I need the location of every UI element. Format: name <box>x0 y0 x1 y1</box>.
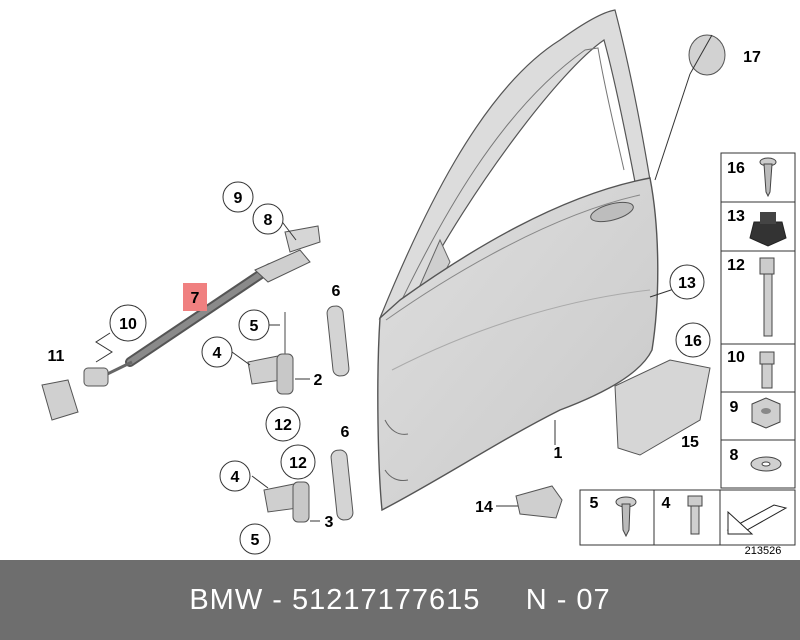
upper-door-hinge <box>247 312 294 395</box>
holder-part-14 <box>515 485 563 519</box>
svg-text:10: 10 <box>119 316 137 333</box>
door-outer-panel <box>377 177 659 512</box>
callout-1: 1 <box>554 445 563 462</box>
washer-icon-8 <box>750 456 782 472</box>
hinge-shim-upper <box>326 305 350 377</box>
footer-position: N - 07 <box>525 583 611 616</box>
wedge-part-15 <box>614 359 711 456</box>
callout-12-upper: 12 <box>265 406 301 442</box>
panel-label-5: 5 <box>590 495 599 512</box>
footer-sep-1: - <box>263 583 292 616</box>
svg-text:4: 4 <box>231 469 240 486</box>
svg-text:5: 5 <box>251 532 260 549</box>
callout-6-upper: 6 <box>332 283 341 300</box>
svg-text:9: 9 <box>234 190 243 207</box>
callout-15: 15 <box>681 434 699 451</box>
svg-text:12: 12 <box>289 455 307 472</box>
callout-3: 3 <box>325 514 334 531</box>
retaining-clip-part-11 <box>41 379 79 421</box>
callout-9: 9 <box>222 181 254 213</box>
bolt-icon-12 <box>759 257 775 337</box>
callout-4-upper: 4 <box>201 336 233 368</box>
grommet-part-17 <box>688 34 726 76</box>
svg-text:5: 5 <box>250 318 259 335</box>
footer-gap <box>480 584 525 617</box>
panel-label-10: 10 <box>727 349 745 366</box>
callout-5-lower: 5 <box>239 523 271 555</box>
panel-label-9: 9 <box>730 399 739 416</box>
callout-11: 11 <box>48 348 65 365</box>
nut-icon-13 <box>749 212 787 247</box>
part-number-footer: BMW - 51217177615 N - 07 <box>0 560 800 640</box>
panel-label-13: 13 <box>727 208 745 225</box>
callout-6-lower: 6 <box>341 424 350 441</box>
hinge-shim-lower <box>330 449 354 521</box>
callout-7: 7 <box>191 290 200 307</box>
diagram-number: 213526 <box>745 545 782 557</box>
lower-door-hinge <box>263 481 310 523</box>
screw-icon-16 <box>759 157 777 198</box>
bolt-icon-4 <box>687 495 703 535</box>
hardware-panel-right <box>720 152 796 489</box>
svg-text:12: 12 <box>274 417 292 434</box>
door-check-strut <box>83 225 321 387</box>
svg-text:8: 8 <box>264 212 273 229</box>
direction-arrow-icon <box>726 504 788 535</box>
stud-icon-10 <box>759 351 775 389</box>
callout-16: 16 <box>675 322 711 358</box>
panel-label-16: 16 <box>727 160 745 177</box>
svg-text:13: 13 <box>678 275 696 292</box>
callout-10: 10 <box>109 304 147 342</box>
footer-part-number: 51217177615 <box>291 583 481 616</box>
callout-4-lower: 4 <box>219 460 251 492</box>
panel-label-8: 8 <box>730 447 739 464</box>
callout-17: 17 <box>743 49 761 66</box>
callout-13: 13 <box>669 264 705 300</box>
svg-text:4: 4 <box>213 345 222 362</box>
exploded-parts-diagram: 7 9 8 10 5 4 12 4 12 5 13 16 11 6 6 2 3 … <box>41 9 796 557</box>
footer-brand: BMW <box>189 583 264 616</box>
screw-icon-5 <box>615 496 637 538</box>
callout-12-lower: 12 <box>280 444 316 480</box>
panel-label-12: 12 <box>727 257 745 274</box>
callout-8: 8 <box>252 203 284 235</box>
callout-2: 2 <box>314 372 323 389</box>
callout-14: 14 <box>475 499 493 516</box>
nut-icon-9 <box>751 397 781 429</box>
callout-5-upper: 5 <box>238 309 270 341</box>
highlight-box-part-7 <box>183 283 207 311</box>
svg-text:16: 16 <box>684 333 702 350</box>
panel-label-4: 4 <box>662 495 671 512</box>
